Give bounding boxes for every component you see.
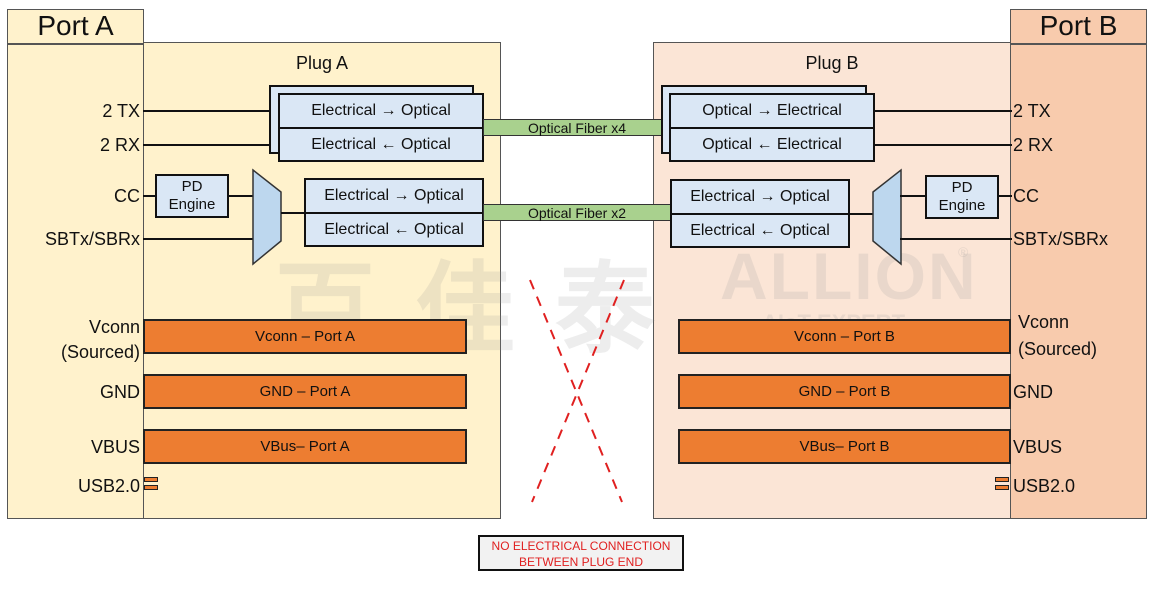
- plug-b-pd-engine-line2: Engine: [938, 197, 986, 214]
- port-b-tx-wire: [874, 110, 1012, 112]
- plug-a-pd-to-mux-wire: [228, 195, 254, 197]
- plug-b-pd-engine-line1: PD: [951, 179, 973, 196]
- port-a-vconn-sourced-label: (Sourced): [60, 342, 140, 362]
- plug-b-gnd-rail: GND – Port B: [678, 374, 1011, 409]
- port-b-sb-label: SBTx/SBRx: [1013, 229, 1109, 249]
- port-b-cc-label: CC: [1013, 186, 1039, 206]
- port-a-tx-wire: [143, 110, 279, 112]
- plug-b-pd-engine: PD Engine: [925, 175, 999, 219]
- optical-fiber-x2: Optical Fiber x2: [483, 204, 671, 221]
- no-electrical-connection-note: NO ELECTRICAL CONNECTION BETWEEN PLUG EN…: [478, 535, 684, 571]
- port-a-title: Port A: [37, 10, 114, 41]
- port-a-sb-label: SBTx/SBRx: [44, 229, 140, 249]
- port-b-gnd-label: GND: [1013, 382, 1053, 402]
- port-b-usb2-label: USB2.0: [1013, 476, 1076, 496]
- plug-b-converter-to-mux-wire: [849, 213, 874, 215]
- port-b-title: Port B: [1039, 10, 1118, 41]
- plug-b-vconn-rail: Vconn – Port B: [678, 319, 1011, 354]
- port-b-usb2-connector-bottom: [995, 485, 1009, 490]
- plug-a-vbus-rail: VBus– Port A: [143, 429, 467, 464]
- port-b-vconn-label: Vconn: [1018, 312, 1070, 332]
- plug-b-mux-to-pd-wire: [900, 195, 926, 197]
- no-connection-cross-icon: [529, 279, 625, 503]
- plug-a-sb-rx-converter: Electrical ← Optical: [304, 212, 484, 247]
- port-a-panel: [7, 9, 144, 519]
- plug-b-sb-tx-converter: Electrical → Optical: [670, 179, 850, 215]
- plug-a-pd-engine-line2: Engine: [168, 196, 216, 213]
- port-a-usb2-connector-bottom: [144, 485, 158, 490]
- port-a-vbus-label: VBUS: [90, 437, 140, 457]
- plug-a-mux-to-converter-wire: [281, 212, 305, 214]
- port-a-tx-label: 2 TX: [102, 101, 140, 121]
- port-a-sb-wire: [143, 238, 254, 240]
- optical-fiber-x4: Optical Fiber x4: [483, 119, 671, 136]
- port-a-cc-wire: [143, 195, 157, 197]
- port-b-usb2-connector-top: [995, 477, 1009, 482]
- port-a-cc-label: CC: [114, 186, 140, 206]
- port-b-rx-wire: [874, 144, 1012, 146]
- port-a-rx-wire: [143, 144, 279, 146]
- plug-b-mux-icon: [872, 168, 902, 266]
- port-b-vbus-label: VBUS: [1013, 437, 1063, 457]
- plug-a-hs-tx-converter: Electrical → Optical: [278, 93, 484, 129]
- port-b-tx-label: 2 TX: [1013, 101, 1051, 121]
- note-line1: NO ELECTRICAL CONNECTION: [491, 539, 671, 553]
- port-b-cc-wire: [998, 195, 1012, 197]
- plug-a-gnd-rail: GND – Port A: [143, 374, 467, 409]
- port-b-sb-wire: [900, 238, 1012, 240]
- port-a-rx-label: 2 RX: [99, 135, 140, 155]
- plug-a-hs-rx-converter: Electrical ← Optical: [278, 127, 484, 162]
- port-a-vconn-label: Vconn: [88, 317, 140, 337]
- plug-a-pd-engine-line1: PD: [181, 178, 203, 195]
- port-b-rx-label: 2 RX: [1013, 135, 1054, 155]
- plug-b-title: Plug B: [805, 53, 859, 73]
- plug-a-vconn-rail: Vconn – Port A: [143, 319, 467, 354]
- plug-a-sb-tx-converter: Electrical → Optical: [304, 178, 484, 214]
- port-a-usb2-connector-top: [144, 477, 158, 482]
- plug-b-sb-rx-converter: Electrical ← Optical: [670, 213, 850, 248]
- port-a-usb2-label: USB2.0: [77, 476, 140, 496]
- plug-b-hs-rx-converter: Optical ← Electrical: [669, 127, 875, 162]
- plug-a-title: Plug A: [295, 53, 349, 73]
- port-a-header-divider: [7, 43, 144, 45]
- plug-a-mux-icon: [252, 168, 282, 266]
- plug-b-vbus-rail: VBus– Port B: [678, 429, 1011, 464]
- port-b-header-divider: [1010, 43, 1147, 45]
- plug-b-hs-tx-converter: Optical → Electrical: [669, 93, 875, 129]
- port-b-panel: [1010, 9, 1147, 519]
- note-line2: BETWEEN PLUG END: [518, 555, 644, 569]
- plug-a-pd-engine: PD Engine: [155, 174, 229, 218]
- port-b-vconn-sourced-label: (Sourced): [1018, 339, 1098, 359]
- port-a-gnd-label: GND: [100, 382, 140, 402]
